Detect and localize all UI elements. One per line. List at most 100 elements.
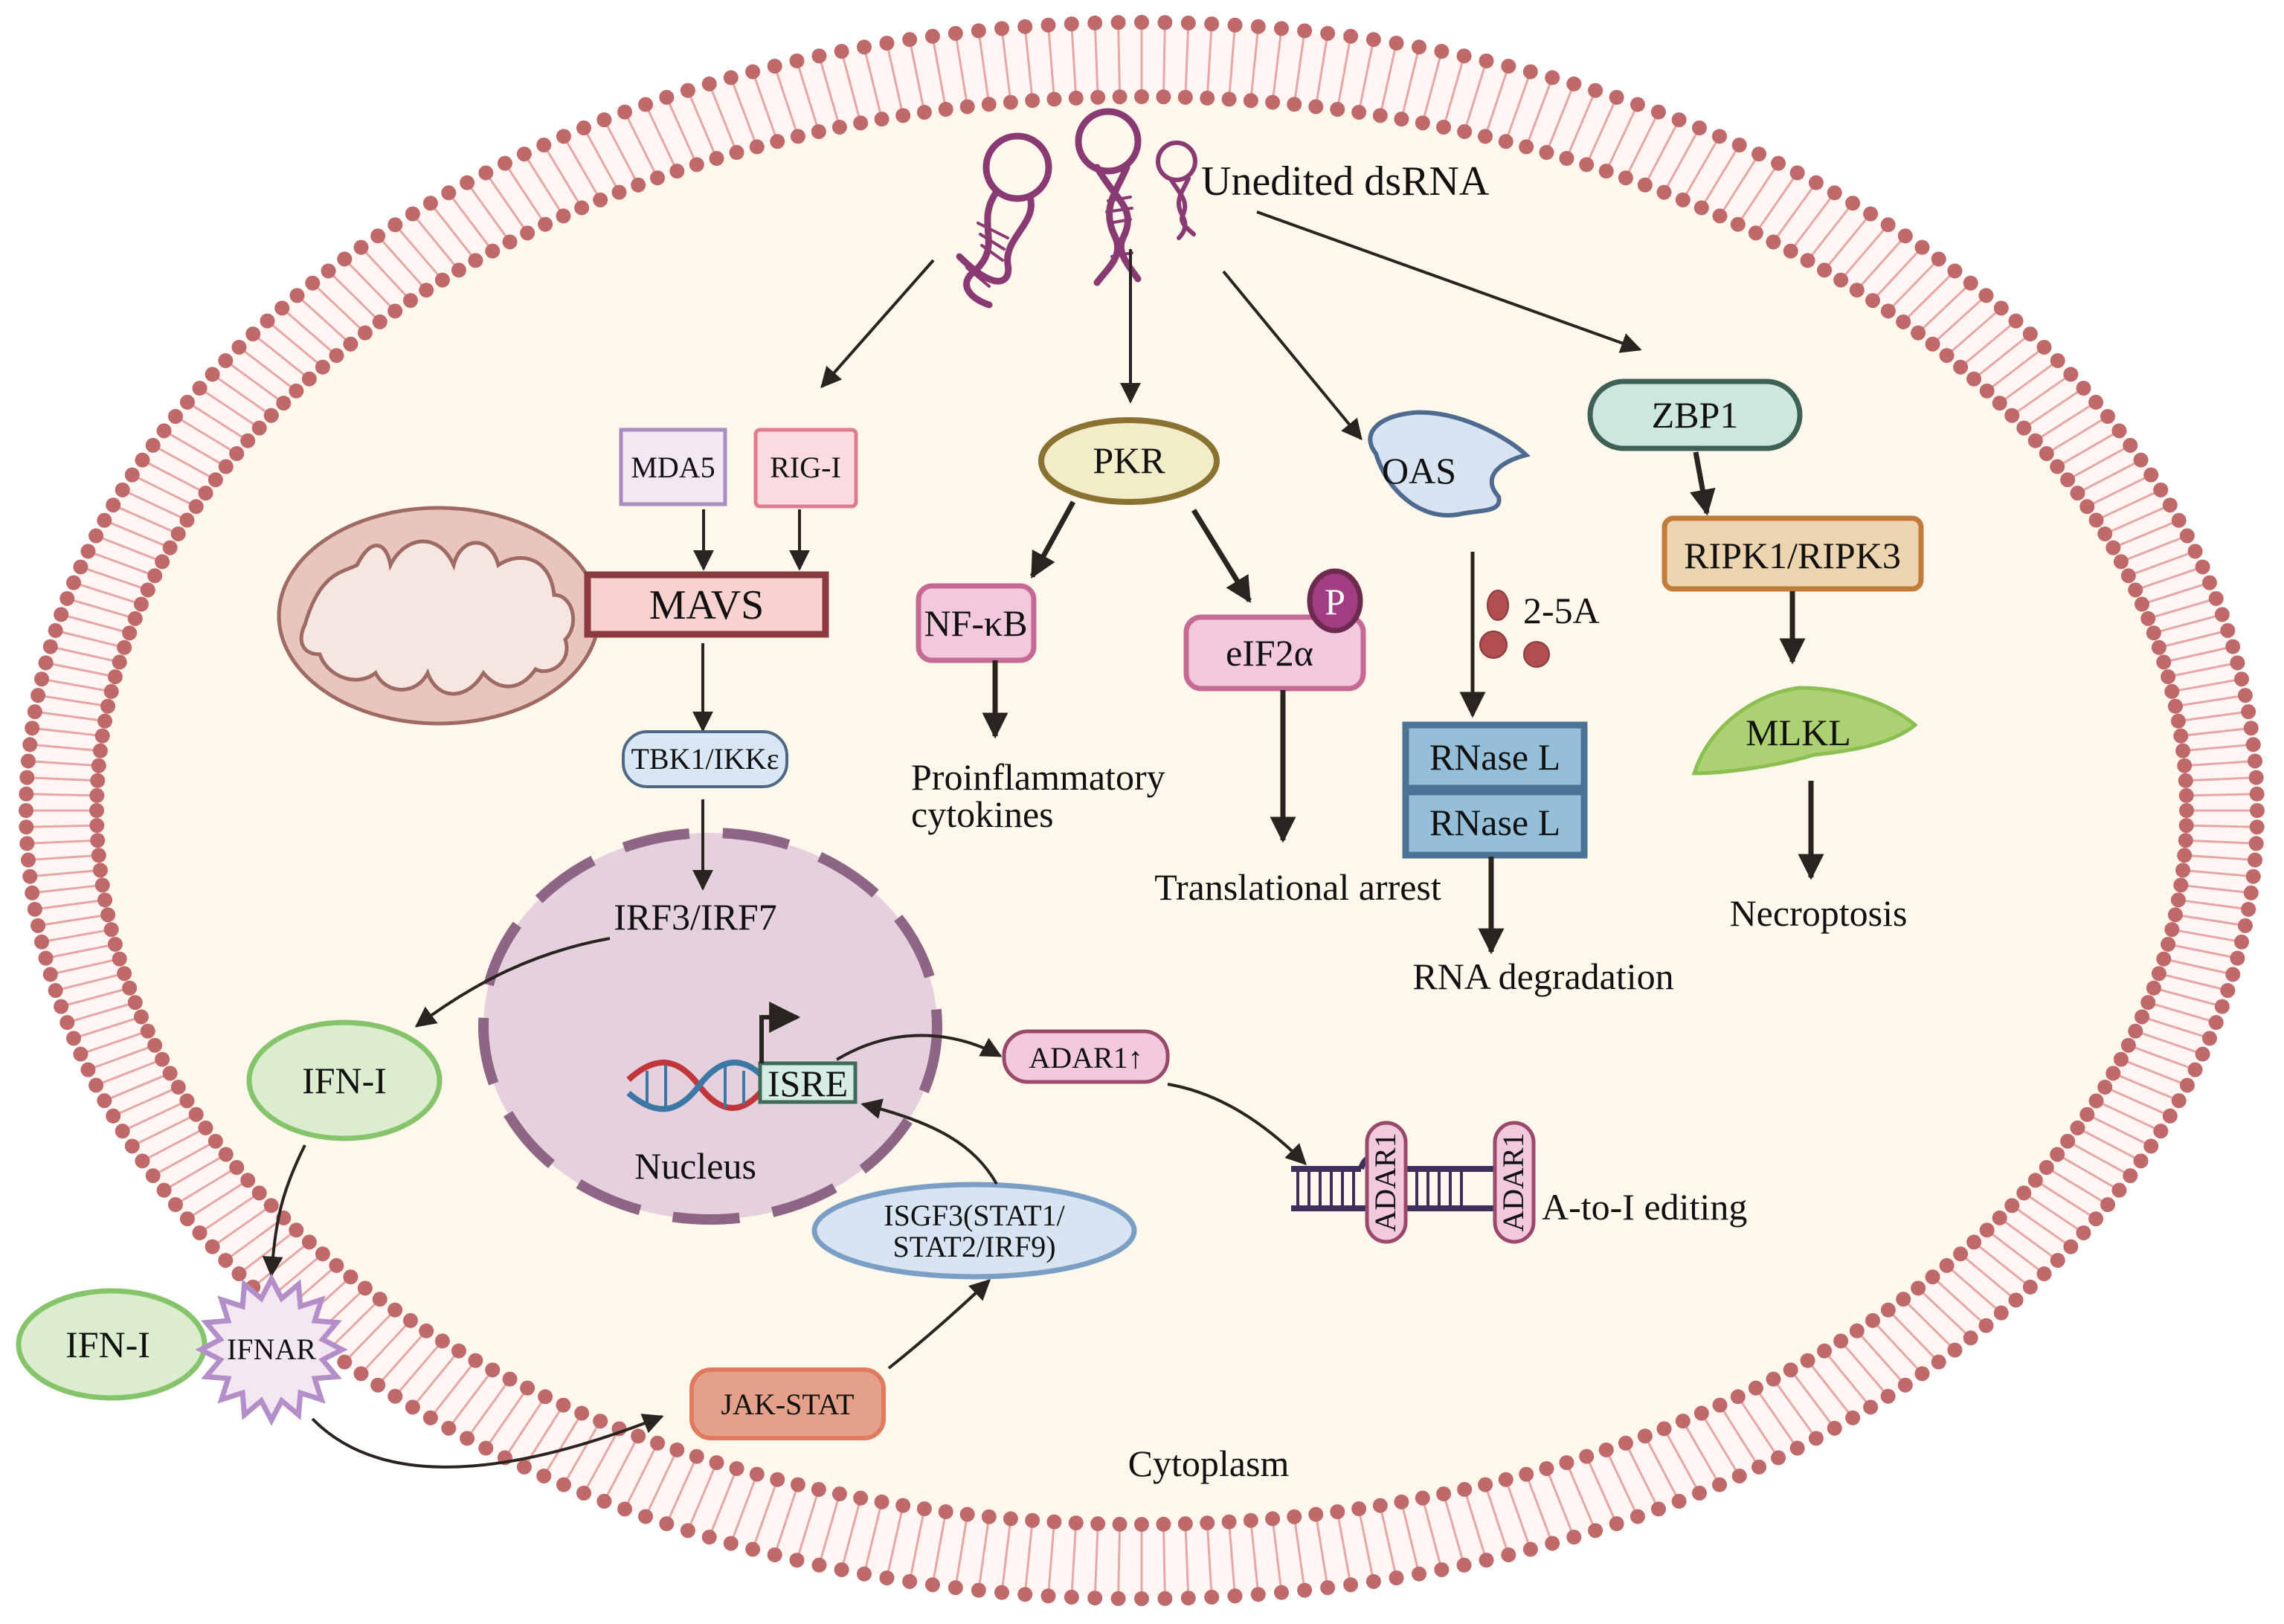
necroptosis-label: Necroptosis xyxy=(1730,892,1908,934)
lipid-head-inner xyxy=(1637,1428,1653,1444)
lipid-head-outer xyxy=(2187,544,2203,559)
arrow-dsrna-to-oas xyxy=(1222,270,1363,441)
lipid-head-inner xyxy=(811,1482,826,1498)
lipid-head-inner xyxy=(811,123,826,139)
lipid-head-outer xyxy=(2248,852,2263,868)
lipid-head-outer xyxy=(405,1399,420,1415)
lipid-head-outer xyxy=(30,688,46,703)
lipid-head-outer xyxy=(218,1252,234,1268)
lipid-head-inner xyxy=(874,112,890,127)
two5a-molecules-icon xyxy=(1479,590,1550,668)
lipid-head-outer xyxy=(2208,1015,2224,1031)
lipid-head-outer xyxy=(2237,688,2253,703)
lipid-head-outer xyxy=(1609,89,1624,105)
lipid-head-outer xyxy=(497,155,512,171)
lipid-head-outer xyxy=(2248,753,2263,769)
lipid-head-outer xyxy=(834,1562,849,1577)
rnasel-label-1: RNase L xyxy=(1429,736,1560,778)
lipid-head-inner xyxy=(1766,1371,1781,1387)
cytoplasm-label: Cytoplasm xyxy=(1128,1443,1290,1484)
lipid-head-inner xyxy=(2079,499,2095,515)
lipid-head-outer xyxy=(834,44,849,59)
lipid-head-inner xyxy=(1783,243,1798,259)
lipid-head-inner xyxy=(1925,1269,1940,1285)
lipid-head-outer xyxy=(1978,1318,1994,1333)
lipid-head-inner xyxy=(1579,1449,1595,1464)
lipid-head-outer xyxy=(19,770,35,785)
lipid-head-inner xyxy=(94,877,110,893)
lipid-head-outer xyxy=(948,1580,963,1596)
lipid-head-outer xyxy=(34,671,50,687)
lipid-head-inner xyxy=(2106,540,2121,555)
lipid-head-outer xyxy=(1751,146,1767,162)
lipid-head-inner xyxy=(90,833,106,848)
lipid-head-outer xyxy=(25,885,40,900)
lipid-head-outer xyxy=(205,1239,220,1254)
lipid-head-inner xyxy=(1498,134,1513,149)
lipid-head-inner xyxy=(103,683,119,699)
lipid-head-outer xyxy=(145,437,161,453)
dna-icon xyxy=(626,1060,769,1112)
lipid-head-outer xyxy=(2008,1292,2024,1308)
lipid-head-outer xyxy=(1320,25,1336,41)
lipid-head-inner xyxy=(162,540,178,555)
lipid-head-outer xyxy=(1017,19,1033,34)
lipid-head-outer xyxy=(422,196,438,211)
lipid-head-inner xyxy=(315,1246,330,1262)
lipid-head-inner xyxy=(1953,1246,1969,1262)
lipid-head-outer xyxy=(1343,1577,1359,1593)
rnasel-dimer: RNase L RNase L xyxy=(1402,721,1588,859)
lipid-head-outer xyxy=(34,934,50,950)
lipid-head-inner xyxy=(1415,1490,1430,1506)
lipid-head-inner xyxy=(2079,1106,2095,1122)
lipid-head-inner xyxy=(650,1435,666,1451)
lipid-head-outer xyxy=(27,704,42,720)
lipid-head-outer xyxy=(556,129,571,144)
lipid-head-outer xyxy=(73,1046,89,1062)
arrow-jakstat-to-isgf3 xyxy=(887,1279,991,1370)
lipid-head-inner xyxy=(1865,293,1881,309)
ifn-inner-label: IFN-I xyxy=(302,1060,387,1101)
lipid-head-inner xyxy=(669,164,685,179)
lipid-head-inner xyxy=(1598,164,1614,179)
lipid-head-outer xyxy=(19,819,34,835)
editing-label: A-to-I editing xyxy=(1542,1186,1747,1228)
lipid-head-outer xyxy=(2179,528,2195,544)
lipid-head-inner xyxy=(451,1343,466,1359)
lipid-head-inner xyxy=(2177,758,2193,773)
lipid-head-inner xyxy=(107,669,123,685)
adar1-bound-b: ADAR1 xyxy=(1493,1121,1536,1244)
lipid-head-inner xyxy=(1911,325,1926,341)
lipid-head-outer xyxy=(145,1168,161,1184)
lipid-head-inner xyxy=(208,472,223,488)
lipid-head-inner xyxy=(103,922,119,938)
lipid-head-outer xyxy=(948,25,963,41)
lipid-head-outer xyxy=(218,353,234,369)
lipid-head-outer xyxy=(789,1553,805,1568)
lipid-head-inner xyxy=(1308,99,1324,115)
lipid-head-outer xyxy=(48,983,63,999)
lipid-head-inner xyxy=(155,554,170,570)
lipid-head-inner xyxy=(251,420,267,436)
lipid-head-inner xyxy=(2177,848,2193,863)
translational-arrest-label: Translational arrest xyxy=(1154,866,1441,908)
oas-label: OAS xyxy=(1382,450,1456,492)
lipid-head-inner xyxy=(1221,91,1237,107)
lipid-head-outer xyxy=(1343,28,1359,44)
two5a-label: 2-5A xyxy=(1523,590,1600,631)
lipid-head-inner xyxy=(831,1486,847,1502)
lipid-head-outer xyxy=(27,901,42,917)
lipid-head-inner xyxy=(895,1498,911,1513)
lipid-head-inner xyxy=(895,108,911,123)
lipid-head-inner xyxy=(2164,683,2180,699)
lipid-head-outer xyxy=(1157,15,1173,30)
lipid-head-inner xyxy=(90,773,106,788)
lipid-head-outer xyxy=(1389,36,1404,51)
lipid-head-inner xyxy=(1579,157,1595,173)
lipid-head-inner xyxy=(2106,1066,2121,1081)
lipid-head-outer xyxy=(1297,1582,1313,1598)
lipid-head-inner xyxy=(1478,1477,1493,1492)
lipid-head-outer xyxy=(1110,1591,1126,1606)
mavs-node: MAVS xyxy=(584,571,829,638)
lipid-head-outer xyxy=(701,76,717,91)
